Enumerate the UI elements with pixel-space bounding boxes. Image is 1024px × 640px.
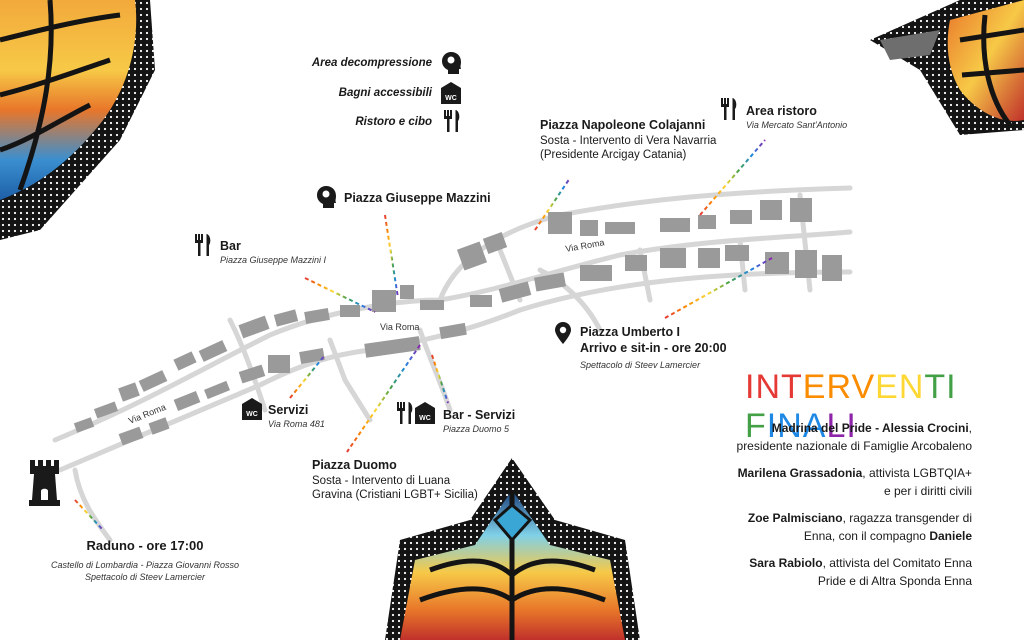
wc-icon: WC <box>415 402 435 424</box>
interventi-title: INTERVENTI FINALI <box>745 368 1024 446</box>
fork-knife-icon <box>195 234 211 256</box>
intervento-name: Zoe Palmisciano <box>747 511 843 525</box>
stop-title: Piazza Giuseppe Mazzini <box>344 191 491 205</box>
svg-text:WC: WC <box>445 95 457 102</box>
intervento-role-line2: Pride e di Altra Sponda Enna <box>817 574 972 588</box>
stop-address: Castello di Lombardia - Piazza Giovanni … <box>50 560 240 571</box>
intervento-item: Sara Rabiolo, attivista del Comitato Enn… <box>749 554 972 590</box>
stop-title: Bar <box>220 239 241 253</box>
intervento-name: Marilena Grassadonia <box>737 466 863 480</box>
castle-tower-icon <box>29 460 60 506</box>
intervento-role-line2: e per i diritti civili <box>883 484 972 498</box>
street-label-via-roma-2: Via Roma <box>380 322 419 332</box>
stop-area-ristoro: Area ristoro Via Mercato Sant'Antonio <box>746 104 847 131</box>
intervento-item: Zoe Palmisciano, ragazza transgender di … <box>748 509 972 545</box>
stop-desc: Arrivo e sit-in - ore 20:00 <box>580 340 727 355</box>
butterfly-wing-top-left <box>0 0 155 240</box>
intervento-role-line2: Enna, con il compagno <box>803 529 930 543</box>
intervento-role-line2: presidente nazionale di Famiglie Arcobal… <box>736 439 972 453</box>
stop-address: Piazza Giuseppe Mazzini I <box>220 254 327 265</box>
stop-duomo: Piazza Duomo Sosta - Intervento di Luana… <box>312 458 478 502</box>
location-pin-icon <box>555 322 571 344</box>
street-label-via-roma-3: Via Roma <box>565 237 605 254</box>
stop-address: Via Mercato Sant'Antonio <box>746 119 848 130</box>
interventi-title-text: INTERVENTI FINALI <box>745 368 957 445</box>
stop-title: Area ristoro <box>746 104 817 118</box>
intervento-item: Marilena Grassadonia, attivista LGBTQIA+… <box>738 464 972 500</box>
stop-bar: Bar Piazza Giuseppe Mazzini I <box>220 239 326 266</box>
buildings <box>73 198 842 446</box>
stop-desc: (Presidente Arcigay Catania) <box>540 149 687 161</box>
stop-note: Spettacolo di Steev Lamercier <box>580 360 701 371</box>
stop-mazzini: Piazza Giuseppe Mazzini <box>344 191 491 207</box>
wc-icon: WC <box>441 82 461 104</box>
butterfly-wing-top-right <box>870 0 1024 135</box>
intervento-role: , <box>968 421 972 435</box>
stop-servizi: Servizi Via Roma 481 <box>268 403 325 430</box>
head-icon <box>317 186 336 208</box>
legend-label-decompressione: Area decompressione <box>311 57 432 69</box>
stop-colajanni: Piazza Napoleone Colajanni Sosta - Inter… <box>540 118 716 162</box>
svg-text:WC: WC <box>246 411 258 418</box>
butterfly-bottom-center <box>385 458 640 640</box>
stop-title: Bar - Servizi <box>443 408 516 422</box>
wc-icon: WC <box>242 398 262 420</box>
stop-bar-servizi: Bar - Servizi Piazza Duomo 5 <box>443 408 515 435</box>
legend-label-bagni: Bagni accessibili <box>338 87 432 99</box>
stop-title: Piazza Napoleone Colajanni <box>540 118 706 132</box>
svg-text:WC: WC <box>419 415 431 422</box>
intervento-role: , ragazza transgender di <box>842 511 972 525</box>
stop-desc: Sosta - Intervento di Luana <box>312 474 451 487</box>
stop-title: Piazza Duomo <box>312 458 397 472</box>
stop-umberto: Piazza Umberto I Arrivo e sit-in - ore 2… <box>580 325 727 372</box>
fork-knife-icon <box>721 98 737 120</box>
stop-note: Spettacolo di Steev Lamercier <box>84 571 206 582</box>
legend-label-ristoro: Ristoro e cibo <box>355 116 432 128</box>
stop-title: Piazza Umberto I <box>580 325 681 339</box>
stop-title: Servizi <box>268 403 309 417</box>
stop-title: Raduno - ore 17:00 <box>86 538 204 553</box>
intervento-role: , attivista del Comitato Enna <box>822 556 972 570</box>
leader-lines <box>74 139 773 531</box>
intervento-item: Madrina del Pride - Alessia Crocini, pre… <box>737 419 972 455</box>
stop-address: Piazza Duomo 5 <box>443 423 510 434</box>
stop-desc: Sosta - Intervento di Vera Navarria <box>540 134 717 147</box>
head-icon <box>442 52 461 74</box>
stop-desc: Gravina (Cristiani LGBT+ Sicilia) <box>312 489 478 501</box>
fork-knife-icon <box>444 110 460 132</box>
fork-knife-icon <box>397 402 413 424</box>
intervento-role: , attivista LGBTQIA+ <box>862 466 972 480</box>
intervento-name: Madrina del Pride - Alessia Crocini <box>771 421 969 435</box>
stop-raduno: Raduno - ore 17:00 Castello di Lombardia… <box>20 538 270 583</box>
intervento-companion: Daniele <box>929 529 972 543</box>
stop-address: Via Roma 481 <box>268 418 325 429</box>
intervento-name: Sara Rabiolo <box>749 556 823 570</box>
